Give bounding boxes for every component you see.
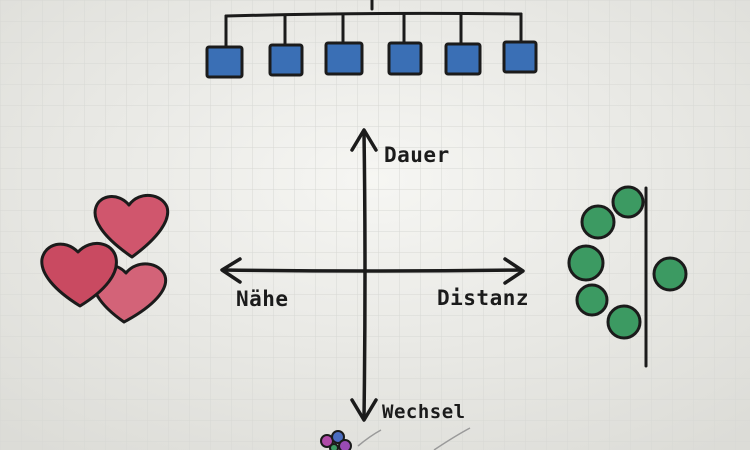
circle-item (611, 185, 645, 219)
org-box (444, 42, 482, 76)
circle-item (606, 304, 642, 340)
axis-label-right: Distanz (437, 286, 529, 310)
org-box (268, 43, 304, 77)
heart-left (40, 242, 118, 308)
horizontal-axis (221, 268, 523, 273)
org-chart-icon (224, 0, 523, 48)
circle-item (575, 283, 609, 317)
org-box (502, 40, 538, 74)
arrow-down-icon (350, 398, 378, 422)
distance-circles-icon (567, 185, 688, 368)
axis-cross (220, 128, 525, 422)
vertical-axis (362, 130, 367, 420)
circle-item (580, 204, 616, 240)
arrow-up-icon (350, 128, 378, 152)
arrow-right-icon (503, 257, 525, 285)
circle-item (567, 244, 605, 282)
axis-label-top: Dauer (384, 143, 450, 167)
axis-label-left: Nähe (236, 287, 289, 311)
circle-item-outside (652, 256, 688, 292)
org-box (205, 45, 244, 79)
flower-icon (320, 430, 352, 450)
org-box (387, 41, 423, 76)
heart-top (93, 194, 170, 259)
arrow-left-icon (220, 257, 242, 284)
org-chart-boxes (205, 40, 538, 79)
hearts-icon (40, 194, 170, 324)
faint-sketch-lines (357, 427, 471, 450)
org-box (324, 41, 364, 76)
axis-label-bottom: Wechsel (382, 401, 466, 423)
